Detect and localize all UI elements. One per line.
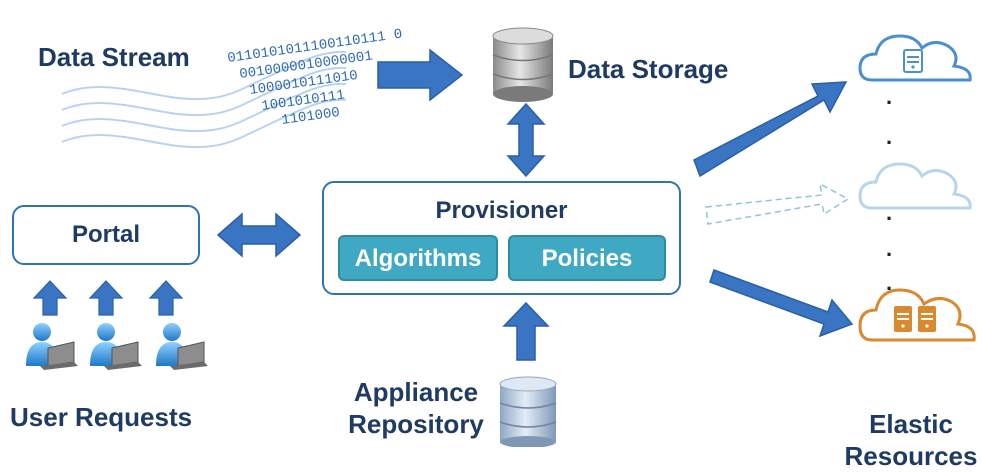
algorithms-block: Algorithms	[338, 235, 498, 281]
cloud-icon	[858, 34, 972, 82]
arrow-storage-provisioner	[506, 102, 546, 178]
arrow-to-cloud-top	[693, 81, 848, 178]
appliance-repository-title: Appliance Repository	[348, 377, 484, 439]
cloud-icon	[858, 288, 976, 342]
ellipsis-dot: .	[886, 236, 893, 261]
ellipsis-dot: .	[886, 270, 893, 295]
arrow-user3-up	[148, 280, 184, 316]
portal-box: Portal	[12, 205, 200, 265]
user-requests-title: User Requests	[10, 402, 193, 432]
user-laptop-icon	[156, 323, 208, 370]
cloud-icon	[858, 162, 972, 210]
provisioner-label: Provisioner	[435, 197, 568, 224]
server-icon	[918, 306, 936, 332]
policies-block: Policies	[508, 235, 666, 281]
diagram-canvas: 0110101011100110111 0 0010000010000001 1…	[26, 27, 976, 447]
user-laptop-icon	[90, 323, 142, 370]
arrow-repository-up	[502, 301, 550, 361]
server-icon	[894, 306, 912, 332]
provisioner-box: Provisioner Algorithms Policies	[322, 181, 681, 295]
arrow-portal-provisioner	[216, 212, 302, 258]
user-laptop-icon	[26, 323, 78, 370]
arrow-user2-up	[88, 280, 124, 316]
arrow-user1-up	[32, 280, 68, 316]
ellipsis-dot: .	[886, 200, 893, 225]
data-storage-title: Data Storage	[568, 54, 729, 84]
arrow-stream-to-storage	[377, 48, 464, 102]
elastic-resources-title: Elastic Resources	[844, 409, 978, 471]
appliance-repository-database-icon	[499, 376, 557, 447]
server-icon	[903, 49, 923, 73]
data-storage-database-icon	[492, 27, 554, 102]
portal-label: Portal	[71, 221, 140, 248]
ellipsis-dot: .	[886, 84, 893, 109]
arrow-to-cloud-bottom	[709, 269, 854, 338]
data-stream-title: Data Stream	[38, 42, 190, 72]
arrow-to-cloud-middle	[705, 182, 850, 225]
ellipsis-dot: .	[886, 124, 893, 149]
